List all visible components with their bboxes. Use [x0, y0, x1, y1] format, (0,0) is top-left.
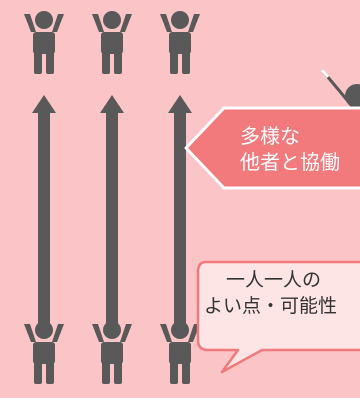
- person-bottom-1-icon: [24, 321, 64, 384]
- person-top-3-icon: [160, 11, 200, 74]
- person-top-1-icon: [24, 11, 64, 74]
- growth-arrow-3: [168, 95, 192, 324]
- person-bottom-2-icon: [92, 321, 132, 384]
- growth-arrow-2: [100, 95, 124, 324]
- person-top-2-icon: [92, 11, 132, 74]
- bubble-line-1: 一人一人の: [226, 269, 322, 291]
- banner-line-2: 他者と協働: [240, 150, 340, 174]
- potential-speech-bubble: [196, 260, 360, 374]
- growth-arrow-1: [32, 95, 56, 324]
- collaboration-banner: [184, 106, 360, 190]
- bubble-line-2: よい点・可能性: [204, 295, 338, 317]
- person-bottom-3-icon: [160, 321, 200, 384]
- banner-line-1: 多様な: [240, 124, 300, 148]
